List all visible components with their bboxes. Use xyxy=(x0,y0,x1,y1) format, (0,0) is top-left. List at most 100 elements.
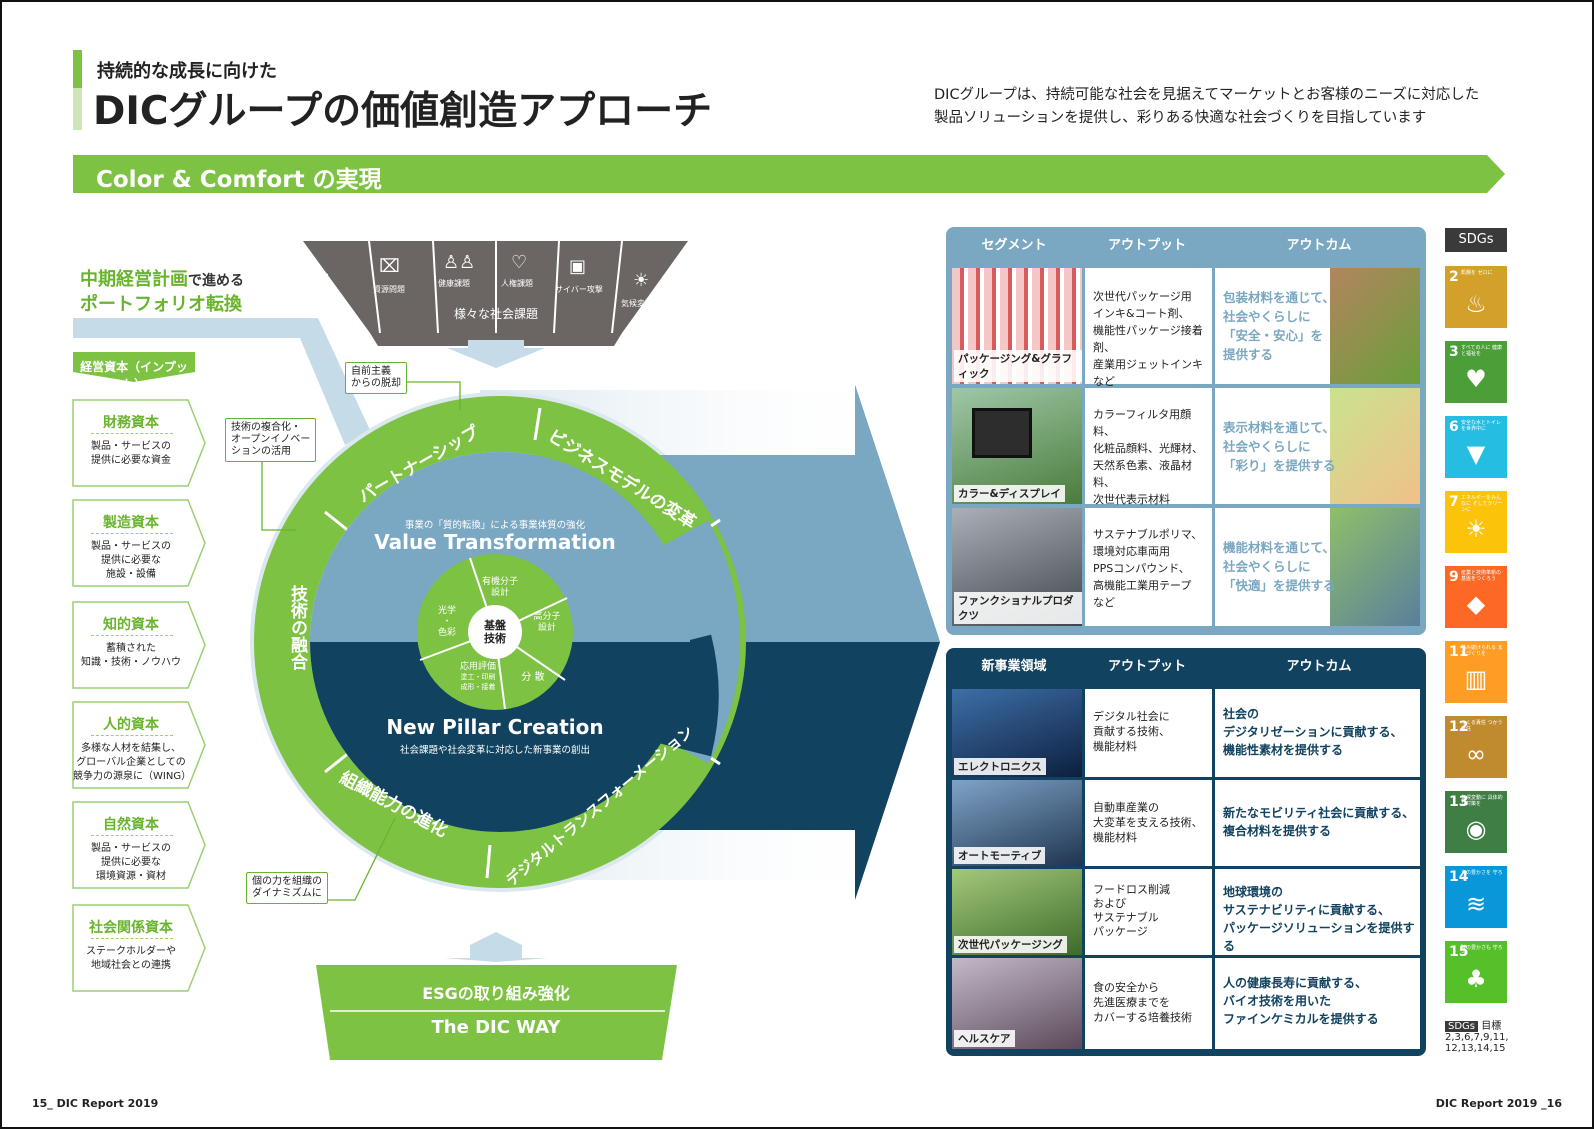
capital-human: 人的資本 多様な人材を結集し、グローバル企業としての競争力の源泉に（WING） xyxy=(73,702,205,788)
segment-name: カラー&ディスプレイ xyxy=(954,485,1065,502)
outcome-text: 機能材料を通じて、社会やくらしに「快適」を提供する xyxy=(1223,540,1336,593)
segment-name: ファンクショナルプロダクツ xyxy=(954,592,1082,624)
output-text: フードロス削減およびサステナブルパッケージ xyxy=(1093,883,1170,938)
sdg-2-icon: ♨ xyxy=(1465,290,1487,318)
segment-name: パッケージング&グラフィック xyxy=(954,350,1082,382)
sdg-label: エネルギーをみんなに そしてクリーンに xyxy=(1461,495,1503,513)
intro-line-1: DICグループは、持続可能な社会を見据えてマーケットとお客様のニーズに対応した xyxy=(934,87,1480,103)
sdg-number: 7 xyxy=(1449,494,1459,510)
sdg-label: 陸の豊かさも 守ろう xyxy=(1461,945,1503,957)
business-name: ヘルスケア xyxy=(954,1030,1015,1047)
esg-line2: The DIC WAY xyxy=(431,1017,561,1038)
outcome-cell: 地球環境のサステナビリティに貢献する、パッケージソリューションを提供する xyxy=(1215,869,1420,955)
sdg-14-icon: ≋ xyxy=(1465,890,1487,918)
inner-disc-bottom xyxy=(310,642,690,832)
note-organization: 個の力を組織のダイナミズムに xyxy=(246,872,328,904)
sdg-number: 15 xyxy=(1449,944,1469,960)
segment-image-packaging: パッケージング&グラフィック xyxy=(952,268,1082,384)
esg-base xyxy=(316,965,677,1060)
inner-disc-top xyxy=(310,452,690,642)
sdg-number: 11 xyxy=(1449,644,1469,660)
output-text: 自動車産業の大変革を支える技術、機能材料 xyxy=(1093,801,1203,844)
capital-desc: 製品・サービスの提供に必要な環境資源・資材 xyxy=(91,843,171,882)
sdg-number: 9 xyxy=(1449,569,1459,585)
issues-caption: 様々な社会課題 xyxy=(453,307,538,321)
child-photo xyxy=(1330,388,1420,504)
family-icon: ♙♙ xyxy=(443,252,476,273)
th-outcome: アウトカム xyxy=(1286,659,1352,674)
heart-hand-icon: ♡ xyxy=(511,252,528,273)
sdg-label: 飢餓を ゼロに xyxy=(1461,270,1493,276)
business-name: オートモーティブ xyxy=(954,847,1046,864)
sdg-13-icon: ◉ xyxy=(1465,815,1487,843)
cyber-icon: ▣ xyxy=(569,256,587,277)
outcome-text: 地球環境のサステナビリティに貢献する、パッケージソリューションを提供する xyxy=(1223,885,1415,953)
sdg-label: 海の豊かさを 守ろう xyxy=(1461,870,1503,882)
capital-social: 社会関係資本 ステークホルダーや地域社会との連携 xyxy=(73,905,205,991)
outcome-cell: 表示材料を通じて、社会やくらしに「彩り」を提供する xyxy=(1215,388,1420,504)
outcome-text: 包装材料を通じて、社会やくらしに「安全・安心」を提供する xyxy=(1223,290,1335,362)
output-cell: 自動車産業の大変革を支える技術、機能材料 xyxy=(1085,780,1212,866)
sdg-number: 3 xyxy=(1449,344,1459,360)
capital-intellectual: 知的資本 蓄積された知識・技術・ノウハウ xyxy=(73,602,205,688)
core-tech-label: 基盤技術 xyxy=(484,619,506,645)
sdgs-legend-line1: 2,3,6,7,9,11, xyxy=(1445,1032,1509,1043)
capitals-heading: 経営資本（インプット） xyxy=(80,360,188,391)
esg-up-arrow xyxy=(444,932,548,962)
plan-title: 中期経営計画 xyxy=(80,269,188,290)
tech-polymer: 高分子設計 xyxy=(533,612,561,633)
business-image-automotive: オートモーティブ xyxy=(952,780,1082,866)
plan-subtitle: ポートフォリオ転換 xyxy=(80,294,242,315)
sdg-number: 13 xyxy=(1449,794,1469,810)
output-text: 次世代パッケージ用インキ&コート剤、機能性パッケージ接着剤、産業用ジェットインキ… xyxy=(1093,290,1203,388)
issue-label: 気候変動 xyxy=(621,299,653,308)
issue-label: サイバー攻撃 xyxy=(555,285,603,294)
output-cell: カラーフィルタ用顔料、化粧品顔料、光輝材、天然系色素、液晶材料、次世代表示材料な… xyxy=(1085,388,1212,523)
outcome-cell: 人の健康長寿に貢献する、バイオ技術を用いたファインケミカルを提供する xyxy=(1215,958,1420,1049)
sdg-label: 住み続けられる まちづくりを xyxy=(1461,645,1503,657)
plan-connector: で進める xyxy=(188,273,244,289)
outcome-text: 社会のデジタリゼーションに貢献する、機能性素材を提供する xyxy=(1223,707,1403,757)
capital-financial: 財務資本 製品・サービスの提供に必要な資金 xyxy=(73,400,205,486)
sdg-3-icon: ♥ xyxy=(1465,365,1487,393)
output-cell: デジタル社会に貢献する技術、機能材料 xyxy=(1085,689,1212,777)
sdg-15-icon: ♣ xyxy=(1465,965,1487,993)
title-accent-bar xyxy=(73,50,82,130)
npc-subtitle: 社会課題や社会変革に対応した新事業の創出 xyxy=(399,745,590,756)
sdgs-legend-tag: SDGs xyxy=(1445,1021,1479,1032)
issue-label: 資源問題 xyxy=(373,285,405,294)
intro-text: DICグループは、持続可能な社会を見据えてマーケットとお客様のニーズに対応した … xyxy=(934,84,1534,130)
sdgs-legend: SDGs 目標 2,3,6,7,9,11, 12,13,14,15 xyxy=(1445,1017,1509,1054)
outcome-text: 表示材料を通じて、社会やくらしに「彩り」を提供する xyxy=(1223,420,1336,473)
sdg-7-icon: ☀ xyxy=(1465,515,1487,543)
outcome-cell: 機能材料を通じて、社会やくらしに「快適」を提供する xyxy=(1215,508,1420,626)
page-title: DICグループの価値創造アプローチ xyxy=(93,89,713,134)
tech-dispersion: 分 散 xyxy=(521,672,545,683)
tech-optics: 光学・色彩 xyxy=(437,606,456,638)
issue-label: 環境課題 xyxy=(311,299,343,308)
capital-desc: 多様な人材を結集し、グローバル企業としての競争力の源泉に（WING） xyxy=(73,743,192,782)
sdg-label: 安全な水とトイレ を世界中に xyxy=(1461,420,1502,432)
outcome-cell: 社会のデジタリゼーションに貢献する、機能性素材を提供する xyxy=(1215,689,1420,777)
outcome-cell: 包装材料を通じて、社会やくらしに「安全・安心」を提供する xyxy=(1215,268,1420,384)
child-photo xyxy=(1330,268,1420,384)
sdgs-legend-line2: 12,13,14,15 xyxy=(1445,1043,1506,1054)
capital-title: 自然資本 xyxy=(103,817,159,833)
children-photo xyxy=(1330,508,1420,626)
page-subtitle: 持続的な成長に向けた xyxy=(97,61,277,82)
sdg-label: すべての人に 健康と福祉を xyxy=(1461,345,1503,357)
vt-title: Value Transformation xyxy=(374,530,616,554)
title-accent-bar-top xyxy=(73,50,82,88)
capital-desc: 製品・サービスの提供に必要な施設・設備 xyxy=(91,541,171,580)
sdg-6-icon: ▼ xyxy=(1466,440,1486,468)
segment-image-functional: ファンクショナルプロダクツ xyxy=(952,508,1082,626)
